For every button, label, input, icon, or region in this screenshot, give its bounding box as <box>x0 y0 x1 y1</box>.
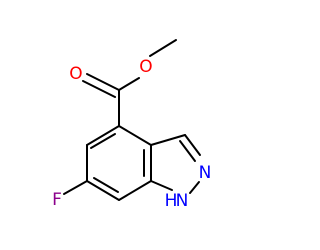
nitrogen-n2-label: N <box>199 163 212 183</box>
bond-n2-n1 <box>189 181 200 194</box>
bond-c6-c7 <box>86 180 120 201</box>
bond-c3a-c4 <box>118 125 152 146</box>
bond-c3-n2-b <box>179 140 196 162</box>
bond-c6-c7-inner <box>93 177 119 193</box>
bond-c4-c5-inner <box>90 133 116 149</box>
fluorine-label: F <box>52 190 62 210</box>
bond-carbonyl-double-b <box>82 80 116 98</box>
oxygen-methoxy-label: O <box>139 57 152 77</box>
hydrogen-n1-label: H <box>165 191 178 211</box>
bond-methyl-o <box>149 39 177 57</box>
nitrogen-n1-label: N <box>176 191 189 211</box>
bond-c3-n2-a <box>184 134 201 156</box>
oxygen-carbonyl-label: O <box>69 64 82 84</box>
bond-n1-c7a <box>150 180 173 191</box>
molecule-structure: O O F N H N <box>52 39 212 211</box>
bond-o-carbonyl-c <box>118 77 140 91</box>
bond-c7-c7a <box>118 180 152 201</box>
bond-c6-f <box>63 180 88 195</box>
bond-c4-c5 <box>86 125 120 146</box>
bond-carbonyl-double-a <box>86 73 120 91</box>
bond-c3a-c3 <box>150 134 186 146</box>
